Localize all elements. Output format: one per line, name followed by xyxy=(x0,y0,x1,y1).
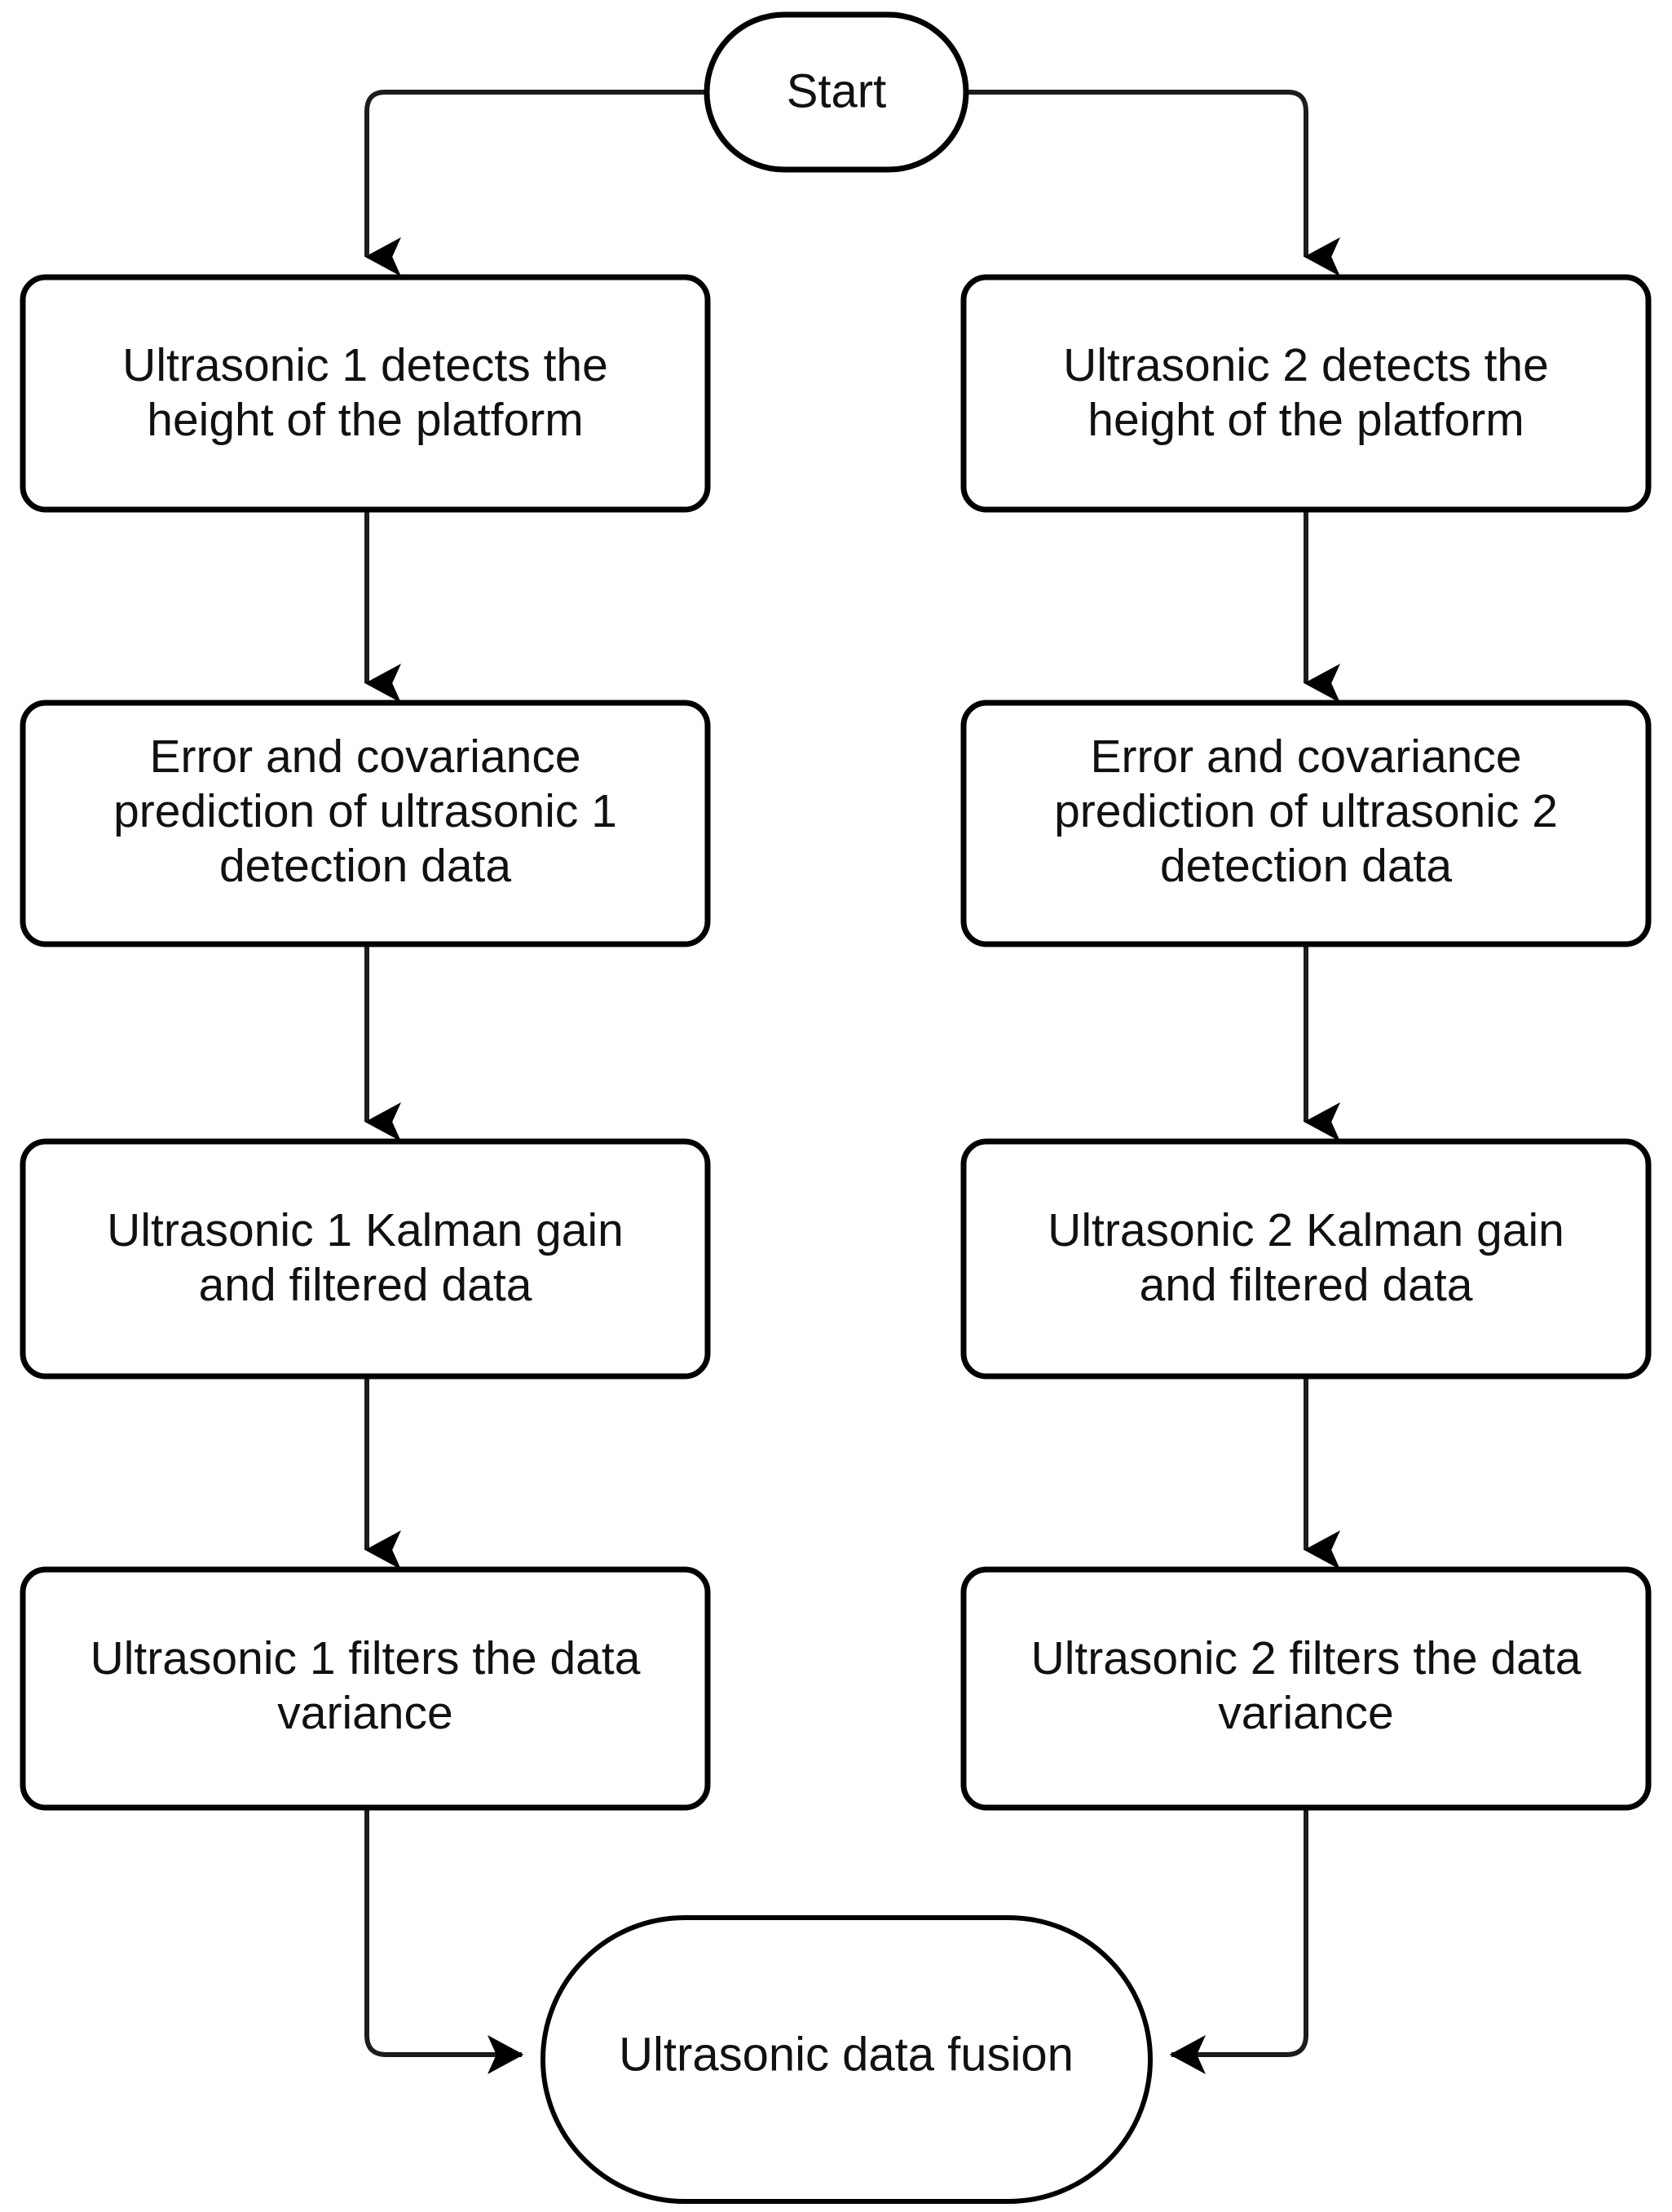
node-u1-variance[interactable]: Ultrasonic 1 filters the data variance xyxy=(20,1566,711,1811)
node-start[interactable]: Start xyxy=(704,11,969,173)
u2-detect-line-2: height of the platform xyxy=(1087,394,1524,446)
u1-variance-shape xyxy=(20,1566,711,1811)
node-u1-predict[interactable]: Error and covariance prediction of ultra… xyxy=(20,700,711,947)
edge-u2-variance-to-fusion xyxy=(1169,1808,1308,2074)
u2-detect-line-1: Ultrasonic 2 detects the xyxy=(1063,339,1549,391)
u1-predict-line-3: detection data xyxy=(219,840,511,892)
node-u1-detect[interactable]: Ultrasonic 1 detects the height of the p… xyxy=(20,274,711,513)
u1-detect-shape xyxy=(20,274,711,513)
start-label: Start xyxy=(787,64,887,117)
u2-gain-line-2: and filtered data xyxy=(1140,1259,1473,1311)
node-u2-detect[interactable]: Ultrasonic 2 detects the height of the p… xyxy=(960,274,1652,513)
u2-predict-line-1: Error and covariance xyxy=(1090,731,1521,783)
edges-layer xyxy=(364,90,1340,2075)
u2-predict-line-2: prediction of ultrasonic 2 xyxy=(1054,785,1558,837)
edge-u1-variance-to-fusion xyxy=(364,1808,524,2075)
edge-start-to-u2-detect xyxy=(966,90,1340,277)
u2-variance-shape xyxy=(960,1566,1652,1811)
u1-variance-line-1: Ultrasonic 1 filters the data xyxy=(90,1632,641,1684)
node-u2-variance[interactable]: Ultrasonic 2 filters the data variance xyxy=(960,1566,1652,1811)
fusion-label: Ultrasonic data fusion xyxy=(619,2028,1074,2081)
edge-start-to-u1-detect xyxy=(364,90,705,277)
fusion-shape xyxy=(540,1915,1153,2204)
u2-variance-line-1: Ultrasonic 2 filters the data xyxy=(1031,1632,1582,1684)
u1-predict-line-1: Error and covariance xyxy=(149,731,580,783)
node-u2-gain[interactable]: Ultrasonic 2 Kalman gain and filtered da… xyxy=(960,1138,1652,1380)
u1-variance-line-2: variance xyxy=(277,1687,452,1739)
node-u2-predict[interactable]: Error and covariance prediction of ultra… xyxy=(960,700,1652,947)
u1-predict-shape xyxy=(20,700,711,947)
u1-gain-line-2: and filtered data xyxy=(199,1259,532,1311)
u2-gain-shape xyxy=(960,1138,1652,1380)
start-shape xyxy=(704,11,969,173)
u2-detect-shape xyxy=(960,274,1652,513)
u1-detect-line-1: Ultrasonic 1 detects the xyxy=(122,339,608,391)
node-fusion[interactable]: Ultrasonic data fusion xyxy=(540,1915,1153,2204)
u2-predict-line-3: detection data xyxy=(1160,840,1452,892)
u1-gain-line-1: Ultrasonic 1 Kalman gain xyxy=(107,1204,624,1256)
u1-predict-line-2: prediction of ultrasonic 1 xyxy=(113,785,617,837)
u2-gain-line-1: Ultrasonic 2 Kalman gain xyxy=(1048,1204,1564,1256)
u1-gain-shape xyxy=(20,1138,711,1380)
node-u1-gain[interactable]: Ultrasonic 1 Kalman gain and filtered da… xyxy=(20,1138,711,1380)
u2-predict-shape xyxy=(960,700,1652,947)
u1-detect-line-2: height of the platform xyxy=(147,394,584,446)
u2-variance-line-2: variance xyxy=(1218,1687,1393,1739)
